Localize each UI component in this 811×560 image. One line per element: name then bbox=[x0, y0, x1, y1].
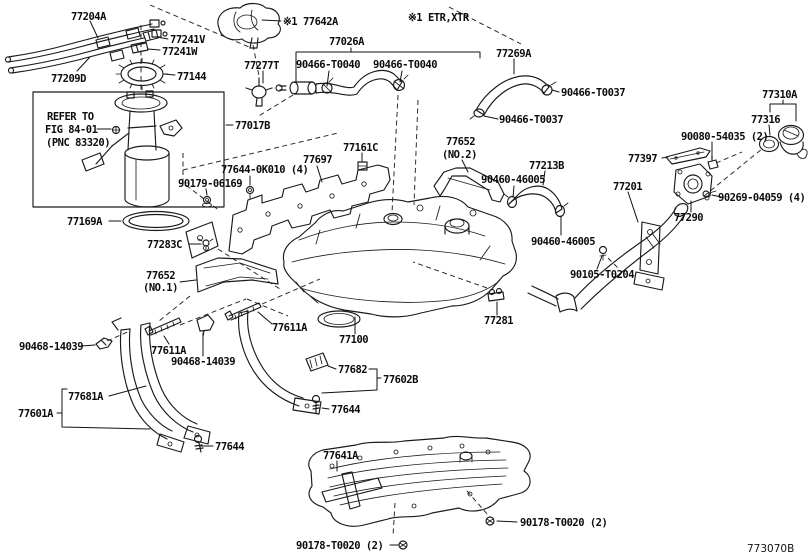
figure-code: 773070B bbox=[747, 543, 794, 555]
label-77644-0K010: 77644-0K010 (4) bbox=[221, 164, 308, 176]
label-77169A: 77169A bbox=[67, 216, 103, 228]
label-77281: 77281 bbox=[484, 315, 513, 327]
label-90466-T0037-upper: 90466-T0037 bbox=[561, 87, 625, 99]
fuel-pump-drawing bbox=[82, 91, 182, 207]
label-77644-left: 77644 bbox=[215, 441, 244, 453]
label-77017B: 77017B bbox=[235, 120, 270, 132]
label-77681A: 77681A bbox=[68, 391, 104, 403]
label-77397: 77397 bbox=[628, 153, 657, 165]
part-labels: 77204A 77209D 77241V 77241W 77144 ※1 776… bbox=[18, 11, 805, 555]
label-77601A: 77601A bbox=[18, 408, 54, 420]
label-77241W: 77241W bbox=[162, 46, 198, 58]
label-77652-no1: 77652 bbox=[146, 270, 175, 282]
label-77652-no1-suffix: (NO.1) bbox=[143, 282, 178, 294]
label-77652-no2: 77652 bbox=[446, 136, 475, 148]
label-77241V: 77241V bbox=[170, 34, 206, 46]
tank-protector-no1-drawing bbox=[196, 258, 278, 292]
fuel-tank-drawing bbox=[283, 196, 516, 327]
label-77144: 77144 bbox=[177, 71, 206, 83]
note-etrxtr: ※1 ETR,XTR bbox=[408, 12, 470, 24]
filler-pipe-drawing bbox=[528, 201, 690, 312]
refer-box-line3: (PNC 83320) bbox=[46, 137, 110, 149]
label-90179-06169: 90179-06169 bbox=[178, 178, 242, 190]
label-77213B: 77213B bbox=[529, 160, 564, 172]
label-90269-04059: 90269-04059 (4) bbox=[718, 192, 805, 204]
label-77682: 77682 bbox=[338, 364, 367, 376]
pipe-protector-drawing bbox=[666, 148, 710, 164]
label-77100: 77100 bbox=[339, 334, 368, 346]
fuel-tubes-drawing bbox=[6, 20, 168, 73]
label-77611A-right: 77611A bbox=[272, 322, 308, 334]
label-77204A: 77204A bbox=[71, 11, 107, 23]
label-77641A: 77641A bbox=[323, 450, 359, 462]
label-77310A: 77310A bbox=[762, 89, 798, 101]
label-90080-54035: 90080-54035 (2) bbox=[681, 131, 768, 143]
label-90468-14039-center: 90468-14039 bbox=[171, 356, 235, 368]
tank-gasket-drawing bbox=[123, 212, 189, 231]
refer-box-line1: REFER TO bbox=[47, 111, 94, 123]
label-90178-T0020-bottom: 90178-T0020 (2) bbox=[296, 540, 383, 552]
label-77026A: 77026A bbox=[329, 36, 365, 48]
label-77602B: 77602B bbox=[383, 374, 418, 386]
label-77644-right: 77644 bbox=[331, 404, 360, 416]
label-90466-T0040-right: 90466-T0040 bbox=[373, 59, 437, 71]
lock-ring-drawing bbox=[116, 58, 168, 90]
label-90460-46005-lower: 90460-46005 bbox=[531, 236, 595, 248]
label-77642A: ※1 77642A bbox=[283, 16, 339, 28]
breather-hose-drawing bbox=[470, 76, 556, 119]
label-77209D: 77209D bbox=[51, 73, 86, 85]
tank-band-left-drawing bbox=[112, 318, 210, 452]
label-77652-no2-suffix: (NO.2) bbox=[442, 149, 477, 161]
refer-box-line2: FIG 84-01 bbox=[45, 124, 98, 136]
check-valve-drawing bbox=[246, 78, 272, 106]
label-77161C: 77161C bbox=[343, 142, 378, 154]
label-90466-T0040-left: 90466-T0040 bbox=[296, 59, 360, 71]
label-77611A-left: 77611A bbox=[151, 345, 187, 357]
label-77269A: 77269A bbox=[496, 48, 532, 60]
label-90178-T0020-right: 90178-T0020 (2) bbox=[520, 517, 607, 529]
filler-neck-drawing bbox=[674, 164, 716, 204]
label-90460-46005-upper: 90460-46005 bbox=[481, 174, 545, 186]
label-77316: 77316 bbox=[751, 114, 780, 126]
label-90468-14039-left: 90468-14039 bbox=[19, 341, 83, 353]
label-77283C: 77283C bbox=[147, 239, 182, 251]
protector-cap-drawing bbox=[218, 4, 281, 49]
label-90466-T0037-lower: 90466-T0037 bbox=[499, 114, 563, 126]
label-77290: 77290 bbox=[674, 212, 703, 224]
label-77277T: 77277T bbox=[244, 60, 279, 72]
small-fasteners-drawing bbox=[199, 162, 607, 549]
construction-dashed-lines bbox=[107, 5, 762, 536]
label-90105-T0204: 90105-T0204 bbox=[570, 269, 634, 281]
label-77201: 77201 bbox=[613, 181, 642, 193]
